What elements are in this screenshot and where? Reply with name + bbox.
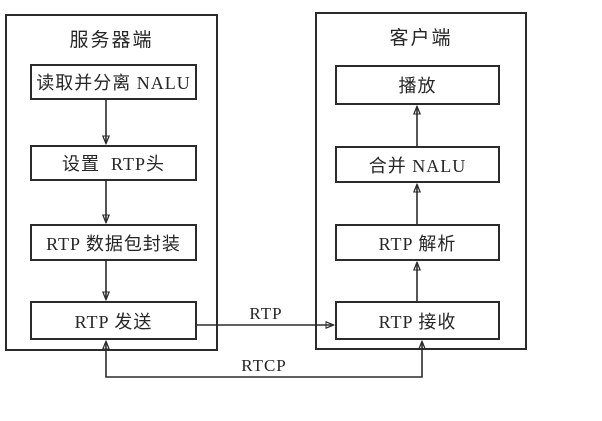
flow-node-label: 合并 NALU <box>368 155 467 176</box>
rtp-link-label: RTP <box>249 304 283 323</box>
flow-node-label: RTP 发送 <box>74 311 153 332</box>
flow-node-set-rtp-header: 设置 RTP头 <box>30 145 197 181</box>
flow-node-rtp-parse: RTP 解析 <box>335 224 500 261</box>
flow-node-label: RTP 接收 <box>378 311 457 332</box>
server-panel-title: 服务器端 <box>69 30 154 51</box>
flow-node-read-split-nalu: 读取并分离 NALU <box>30 64 197 100</box>
flow-node-label: 播放 <box>398 76 437 96</box>
flow-node-play: 播放 <box>335 65 500 105</box>
rtcp-link-label: RTCP <box>241 356 287 375</box>
flow-node-label: RTP 解析 <box>378 233 457 254</box>
flow-node-rtp-receive: RTP 接收 <box>335 301 500 340</box>
flow-node-label: 读取并分离 NALU <box>36 73 191 93</box>
flow-node-rtp-send: RTP 发送 <box>30 301 197 340</box>
flow-node-merge-nalu: 合并 NALU <box>335 146 500 183</box>
client-panel-title: 客户端 <box>389 28 453 49</box>
flow-node-label: 设置 RTP头 <box>62 154 165 174</box>
flow-node-rtp-packetize: RTP 数据包封装 <box>30 224 197 261</box>
flow-node-label: RTP 数据包封装 <box>46 233 181 254</box>
